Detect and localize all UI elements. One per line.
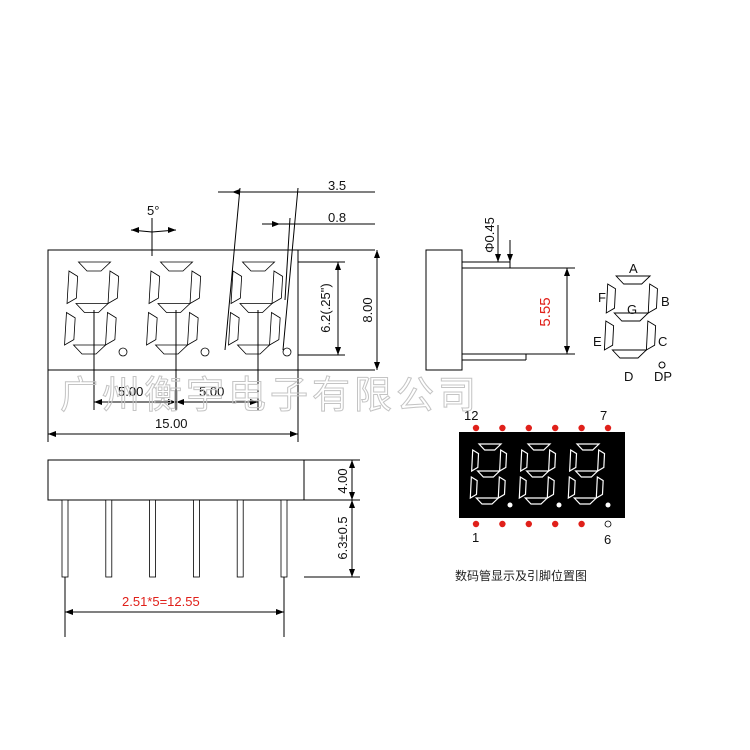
dim-pitch-2: 5.00 bbox=[199, 384, 224, 399]
pin-leg-3 bbox=[149, 499, 157, 578]
front-digits bbox=[64, 261, 292, 357]
pin-label-7: 7 bbox=[600, 408, 607, 423]
dim-3-5: 3.5 bbox=[328, 178, 346, 193]
display-body bbox=[459, 432, 625, 518]
front-digit-2 bbox=[146, 261, 202, 355]
diagram-caption: 数码管显示及引脚位置图 bbox=[455, 568, 587, 583]
bottom-pin-dot-5 bbox=[578, 520, 585, 528]
bottom-pin-dot-6 bbox=[604, 520, 612, 528]
pin-view: 4.00 6.3±0.5 2.51*5=12.55 bbox=[47, 459, 360, 637]
pin-label-1: 1 bbox=[472, 530, 479, 545]
bottom-pin-dot-4 bbox=[552, 520, 559, 528]
segment-label-a: A bbox=[629, 261, 638, 276]
top-pin-dot-2 bbox=[499, 424, 506, 432]
dp-dot bbox=[658, 361, 666, 369]
display-digit-1 bbox=[469, 443, 508, 505]
pin-label-6: 6 bbox=[604, 532, 611, 547]
segment-label-f: F bbox=[598, 290, 606, 305]
segment-label-e: E bbox=[593, 334, 602, 349]
dim-thickness: 4.00 bbox=[335, 468, 350, 493]
dim-pin-span: 2.51*5=12.55 bbox=[122, 594, 200, 609]
front-digit-1 bbox=[64, 261, 120, 355]
pin-label-12: 12 bbox=[464, 408, 478, 423]
display-dp-1 bbox=[507, 502, 513, 508]
bottom-pin-dot-1 bbox=[472, 520, 480, 528]
bottom-pin-dot-2 bbox=[499, 520, 506, 528]
segment-label-c: C bbox=[658, 334, 667, 349]
top-pin-dot-1 bbox=[472, 424, 480, 432]
pin-position-display: 12 7 1 6 数码管显示及引脚位置图 bbox=[455, 408, 625, 583]
segment-diagram: A B C D E F G DP bbox=[593, 261, 672, 384]
top-pin-dot-6 bbox=[604, 424, 612, 432]
segment-label-g: G bbox=[627, 302, 637, 317]
dim-0-8: 0.8 bbox=[328, 210, 346, 225]
pin-legs bbox=[61, 499, 288, 578]
display-digit-2 bbox=[518, 443, 557, 505]
dim-angle: 5° bbox=[147, 203, 159, 218]
front-digit-3 bbox=[228, 261, 284, 355]
pin-view-body bbox=[47, 459, 305, 501]
top-pin-dot-4 bbox=[552, 424, 559, 432]
segment-label-b: B bbox=[661, 294, 670, 309]
front-dp-3 bbox=[282, 347, 292, 357]
side-profile: Φ0.45 5.55 bbox=[425, 217, 575, 371]
display-dp-3 bbox=[605, 502, 611, 508]
dim-window-height: 6.2(.25") bbox=[318, 283, 333, 332]
pin-leg-2 bbox=[105, 499, 113, 578]
dim-total-height: 8.00 bbox=[360, 297, 375, 322]
company-watermark: 广州衡宇电子有限公司 bbox=[60, 373, 480, 417]
side-body bbox=[425, 249, 463, 371]
front-body-outline bbox=[47, 249, 299, 371]
dim-pin-length: 6.3±0.5 bbox=[335, 516, 350, 559]
segment-label-dp: DP bbox=[654, 369, 672, 384]
dim-pin-offset: 5.55 bbox=[537, 297, 554, 326]
pin-leg-5 bbox=[236, 499, 244, 578]
front-dp-1 bbox=[118, 347, 128, 357]
display-dp-2 bbox=[556, 502, 562, 508]
bottom-pin-dot-3 bbox=[525, 520, 532, 528]
dim-pin-diameter: Φ0.45 bbox=[482, 217, 497, 253]
segment-label-d: D bbox=[624, 369, 633, 384]
top-pin-dot-5 bbox=[578, 424, 585, 432]
pin-leg-4 bbox=[192, 499, 200, 578]
pin-leg-1 bbox=[61, 499, 69, 578]
dim-pitch-1: 5.00 bbox=[118, 384, 143, 399]
front-view: 8.00 6.2(.25") 5° 3.5 0.8 5.00 bbox=[47, 178, 380, 442]
pin-leg-6 bbox=[280, 499, 288, 578]
display-digit-3 bbox=[567, 443, 606, 505]
top-pin-dot-3 bbox=[525, 424, 532, 432]
dim-total-width: 15.00 bbox=[155, 416, 188, 431]
front-dp-2 bbox=[200, 347, 210, 357]
